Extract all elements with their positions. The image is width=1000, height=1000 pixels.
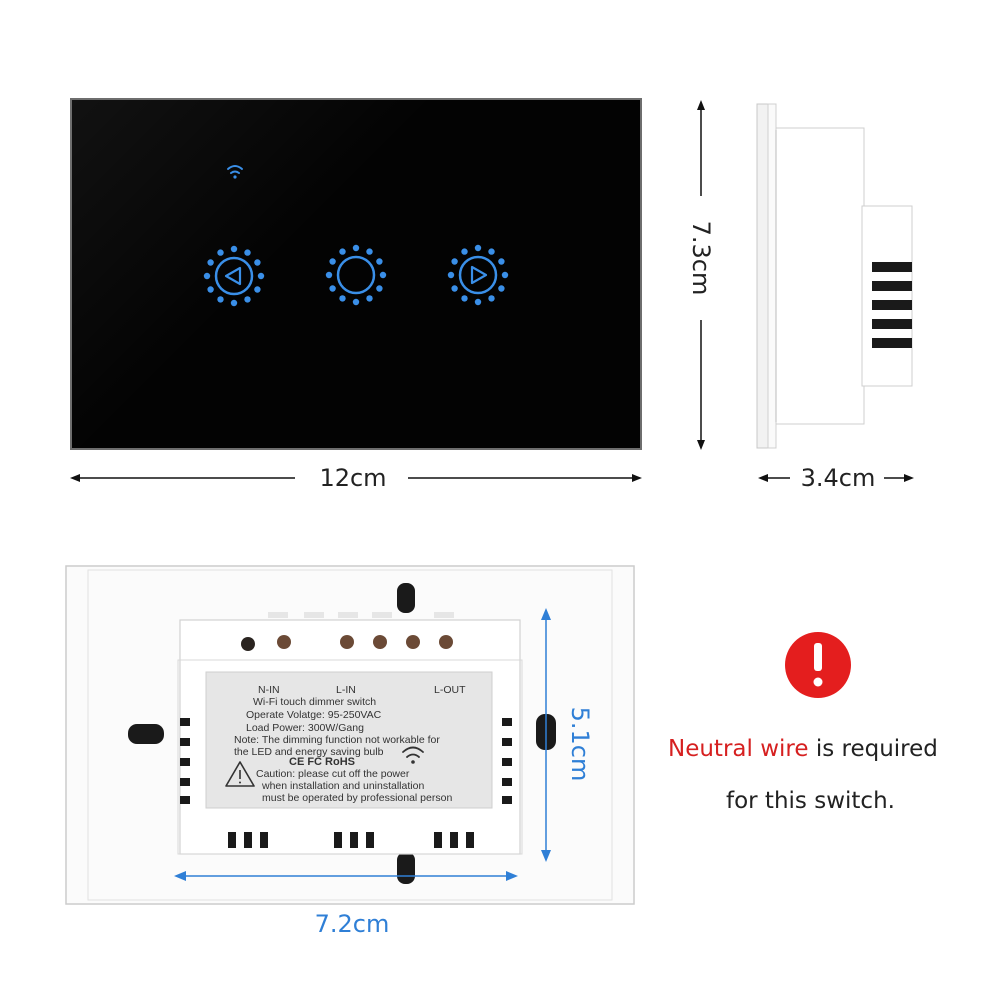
led-dot xyxy=(203,272,211,280)
back-width-dimension-arrow xyxy=(174,871,518,881)
led-dot xyxy=(244,296,251,303)
terminal-l-in-label: L-IN xyxy=(336,684,356,696)
led-dot xyxy=(461,295,468,302)
label-line-7: when installation and uninstallation xyxy=(262,780,425,792)
notice-highlight: Neutral wire xyxy=(668,736,809,762)
led-dot xyxy=(230,245,238,253)
depth-dimension-arrow xyxy=(758,474,914,482)
led-dot xyxy=(447,271,455,279)
front-width-label: 12cm xyxy=(319,464,387,492)
neutral-wire-notice: Neutral wire is required xyxy=(668,736,938,762)
label-line-8: must be operated by professional person xyxy=(262,792,453,804)
label-line-5: the LED and energy saving bulb xyxy=(234,746,384,758)
led-dot xyxy=(254,259,261,266)
led-dot xyxy=(207,286,214,293)
wifi-icon xyxy=(227,165,243,179)
warning-icon xyxy=(785,632,851,698)
led-dot xyxy=(376,258,383,265)
terminal-l-out-label: L-OUT xyxy=(434,684,466,696)
back-width-label: 7.2cm xyxy=(314,910,390,938)
back-height-dimension-arrow xyxy=(541,608,551,862)
front-height-label: 7.3cm xyxy=(687,220,715,296)
led-dot xyxy=(488,248,495,255)
led-dot xyxy=(329,285,336,292)
led-dot xyxy=(376,285,383,292)
led-dot xyxy=(352,244,360,252)
label-cert-marks: CE FC RoHS xyxy=(289,756,355,768)
dim-up-button[interactable] xyxy=(447,244,509,306)
led-dot xyxy=(257,272,265,280)
width-dimension-arrow xyxy=(70,474,642,482)
led-dot xyxy=(352,298,360,306)
label-line-2: Operate Volatge: 95-250VAC xyxy=(246,709,382,721)
led-dot xyxy=(254,286,261,293)
back-view xyxy=(65,565,635,905)
led-dot xyxy=(217,249,224,256)
label-warning-icon xyxy=(225,761,255,787)
led-dot xyxy=(498,285,505,292)
dim-down-button[interactable] xyxy=(203,245,265,307)
label-wifi-icon xyxy=(402,746,424,764)
front-panel xyxy=(70,98,642,450)
led-dot xyxy=(451,285,458,292)
notice-rest: is required xyxy=(808,736,938,762)
led-dot xyxy=(461,248,468,255)
led-dot xyxy=(366,295,373,302)
label-line-6: Caution: please cut off the power xyxy=(256,768,410,780)
led-dot xyxy=(217,296,224,303)
led-dot xyxy=(501,271,509,279)
label-line-3: Load Power: 300W/Gang xyxy=(246,722,364,734)
led-dot xyxy=(339,295,346,302)
side-view xyxy=(756,103,913,449)
side-depth-label: 3.4cm xyxy=(800,464,876,492)
led-dot xyxy=(329,258,336,265)
led-dot xyxy=(366,248,373,255)
led-dot xyxy=(498,258,505,265)
led-dot xyxy=(339,248,346,255)
height-dimension-arrow xyxy=(697,100,705,450)
led-dot xyxy=(207,259,214,266)
led-dot xyxy=(325,271,333,279)
label-line-1: Wi-Fi touch dimmer switch xyxy=(253,696,377,708)
terminal-n-in-label: N-IN xyxy=(258,684,280,696)
led-dot xyxy=(474,244,482,252)
back-height-label: 5.1cm xyxy=(566,706,594,782)
notice-line-2: for this switch. xyxy=(726,788,895,814)
label-line-4: Note: The dimming function not workable … xyxy=(234,734,440,746)
led-dot xyxy=(474,298,482,306)
power-button[interactable] xyxy=(325,244,387,306)
led-dot xyxy=(451,258,458,265)
led-dot xyxy=(230,299,238,307)
led-dot xyxy=(379,271,387,279)
led-dot xyxy=(488,295,495,302)
led-dot xyxy=(244,249,251,256)
